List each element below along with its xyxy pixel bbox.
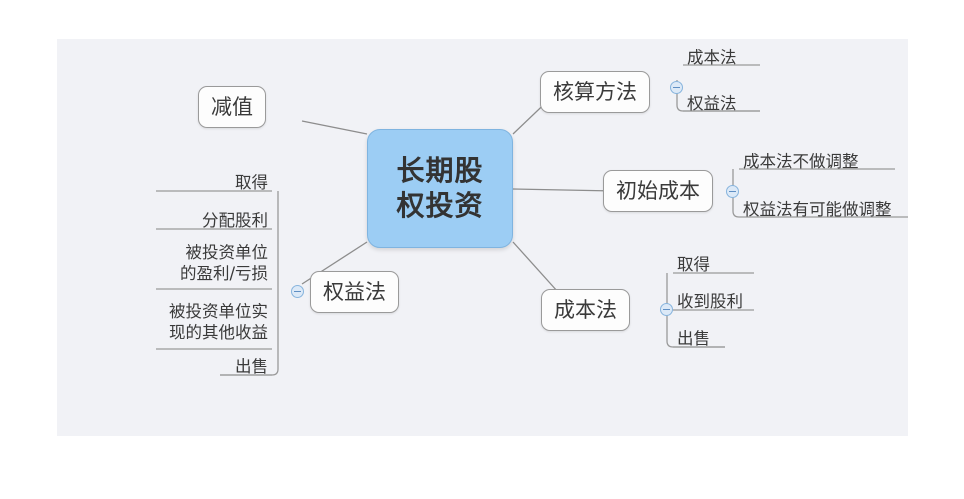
leaf-equity-method-0[interactable]: 取得	[132, 172, 268, 193]
leaf-equity-method-2[interactable]: 被投资单位的盈利/亏损	[132, 242, 268, 285]
leaf-label: 出售	[235, 357, 268, 376]
branch-node-impairment[interactable]: 减值	[198, 86, 266, 128]
root-node-label: 长期股权投资	[396, 154, 484, 222]
leaf-accounting-method-0[interactable]: 成本法	[687, 47, 737, 68]
leaf-cost-method-1[interactable]: 收到股利	[677, 291, 743, 312]
branch-label-initial-cost: 初始成本	[616, 178, 700, 203]
branch-label-impairment: 减值	[211, 94, 253, 119]
minus-icon	[673, 86, 680, 89]
root-node[interactable]: 长期股权投资	[367, 129, 513, 248]
leaf-label: 权益法	[687, 94, 737, 113]
collapse-toggle-icon-initial-cost[interactable]	[726, 185, 739, 198]
leaf-label: 被投资单位的盈利/亏损	[179, 243, 268, 284]
collapse-toggle-icon-cost-method[interactable]	[660, 303, 673, 316]
leaf-label: 成本法不做调整	[743, 152, 859, 171]
branch-label-accounting-method: 核算方法	[553, 79, 637, 104]
mindmap-canvas[interactable]: 长期股权投资 减值 核算方法 成本法 权益法 初始成本 成本法不做调整 权益法有…	[57, 39, 908, 436]
branch-label-cost-method: 成本法	[554, 297, 617, 322]
leaf-label: 取得	[235, 173, 268, 192]
leaf-initial-cost-0[interactable]: 成本法不做调整	[743, 151, 859, 172]
leaf-accounting-method-1[interactable]: 权益法	[687, 93, 737, 114]
minus-icon	[663, 308, 670, 311]
leaf-cost-method-0[interactable]: 取得	[677, 254, 710, 275]
leaf-equity-method-1[interactable]: 分配股利	[132, 210, 268, 231]
leaf-label: 成本法	[687, 48, 737, 67]
leaf-equity-method-4[interactable]: 出售	[132, 356, 268, 377]
branch-node-cost-method[interactable]: 成本法	[541, 289, 630, 331]
branch-label-equity-method: 权益法	[323, 279, 386, 304]
minus-icon	[729, 190, 736, 193]
leaf-label: 分配股利	[202, 211, 268, 230]
leaf-label: 被投资单位实现的其他收益	[169, 302, 268, 343]
leaf-equity-method-3[interactable]: 被投资单位实现的其他收益	[132, 301, 268, 344]
collapse-toggle-icon-accounting-method[interactable]	[670, 81, 683, 94]
leaf-cost-method-2[interactable]: 出售	[677, 328, 710, 349]
leaf-initial-cost-1[interactable]: 权益法有可能做调整	[743, 199, 892, 220]
leaf-label: 收到股利	[677, 292, 743, 311]
leaf-label: 取得	[677, 255, 710, 274]
branch-node-initial-cost[interactable]: 初始成本	[603, 170, 713, 212]
minus-icon	[294, 290, 301, 293]
collapse-toggle-icon-equity-method[interactable]	[291, 285, 304, 298]
leaf-label: 出售	[677, 329, 710, 348]
branch-node-accounting-method[interactable]: 核算方法	[540, 71, 650, 113]
branch-node-equity-method[interactable]: 权益法	[310, 271, 399, 313]
leaf-label: 权益法有可能做调整	[743, 200, 892, 219]
